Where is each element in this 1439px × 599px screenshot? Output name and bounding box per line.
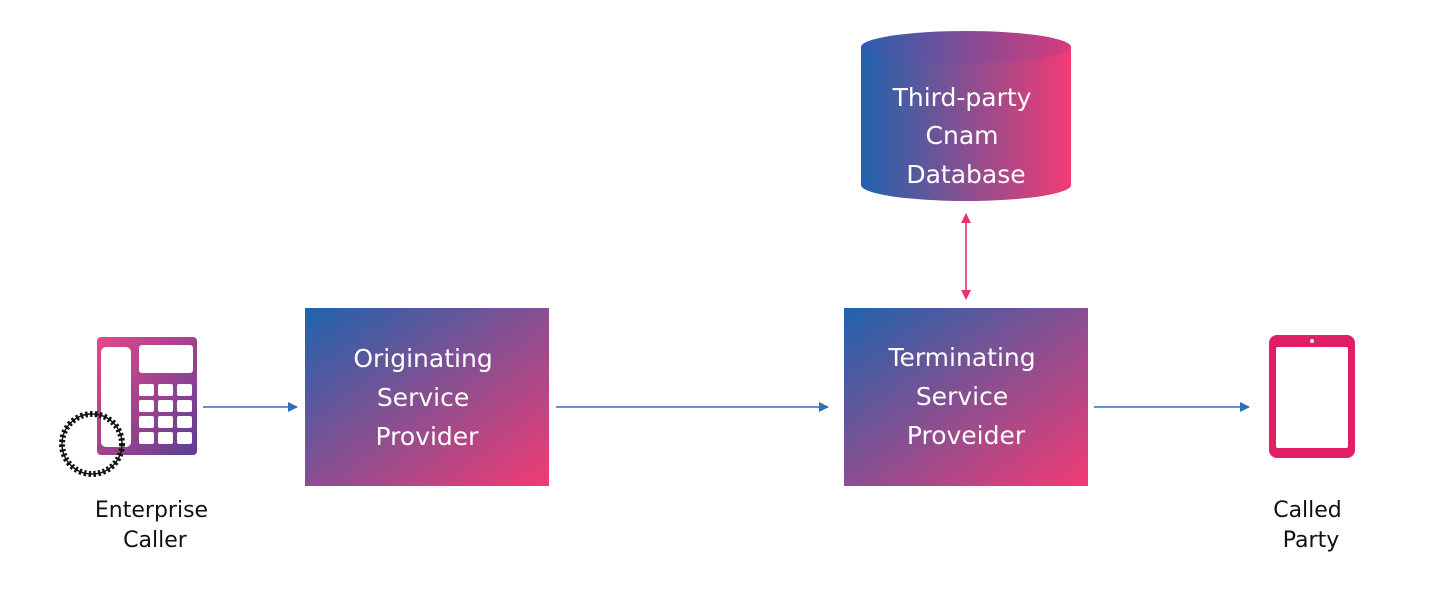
terminating-provider-box: Terminating Service Proveider [844, 308, 1088, 486]
terminating-provider-label: Terminating Service Proveider [887, 343, 1043, 450]
cnam-database-label: Third-party Cnam Database [892, 83, 1040, 189]
called-caption: Called Party [1273, 498, 1349, 553]
originating-provider-label: Originating Service Provider [353, 344, 500, 451]
cnam-database-cylinder: Third-party Cnam Database [861, 31, 1071, 201]
caller-caption: Enterprise Caller [95, 498, 215, 553]
tablet-icon [1269, 335, 1355, 458]
originating-provider-box: Originating Service Provider [305, 308, 549, 486]
desk-phone-icon [59, 337, 197, 477]
